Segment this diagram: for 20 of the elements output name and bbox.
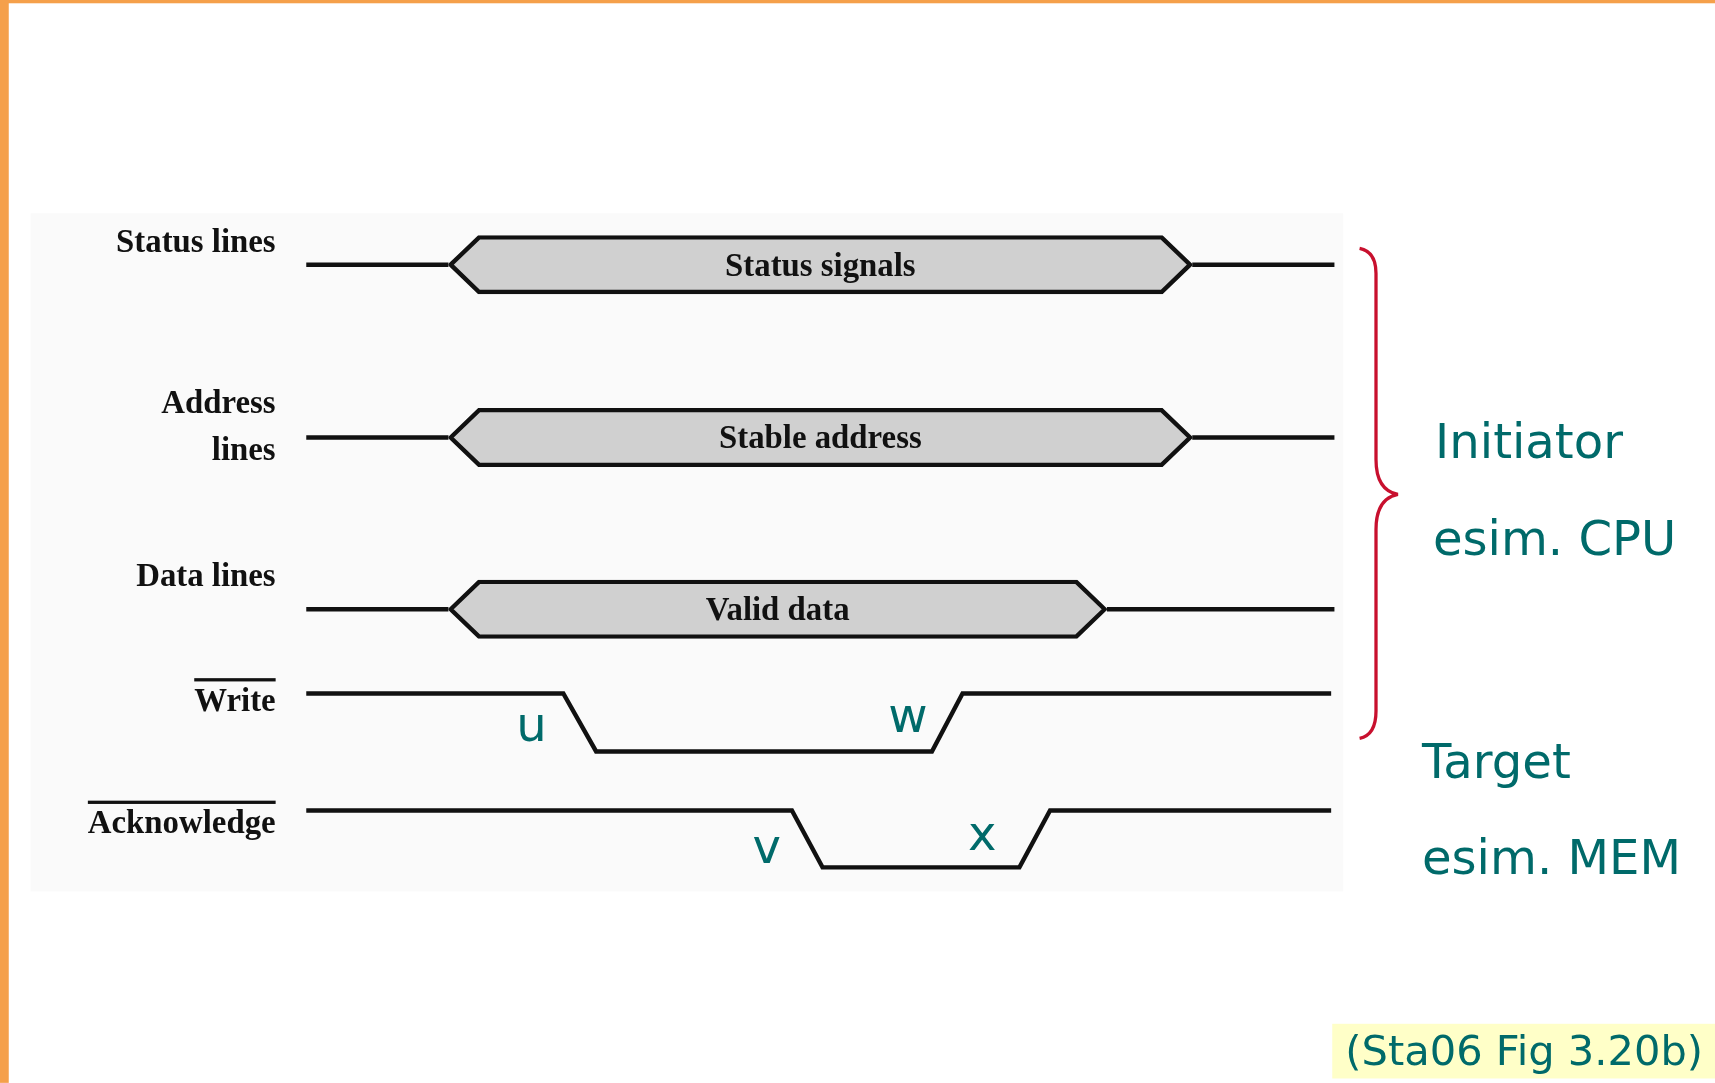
bus-value-text: Status signals	[724, 246, 917, 284]
signal-name: Acknowledge	[86, 802, 276, 843]
bus-value-hexagon	[448, 235, 1193, 295]
event-label: v	[752, 822, 781, 871]
role-label: esim. MEM	[1421, 833, 1681, 882]
bus-value-text: Stable address	[718, 418, 923, 457]
bus-value-hexagon	[448, 579, 1107, 639]
role-label: Initiator	[1435, 417, 1623, 466]
figure-caption: (Sta06 Fig 3.20b)	[1332, 1023, 1715, 1079]
signal-name: Status lines	[115, 221, 276, 261]
signal-name: Address lines	[160, 382, 276, 470]
role-label: Target	[1421, 737, 1571, 786]
event-label: w	[888, 691, 928, 740]
role-label: esim. CPU	[1432, 514, 1677, 563]
signal-name: Write	[193, 680, 276, 720]
bus-value-hexagon	[448, 408, 1193, 468]
bus-value-text: Valid data	[704, 590, 851, 628]
event-label: x	[968, 809, 997, 858]
event-label: u	[516, 700, 547, 749]
signal-name: Data lines	[135, 555, 276, 595]
